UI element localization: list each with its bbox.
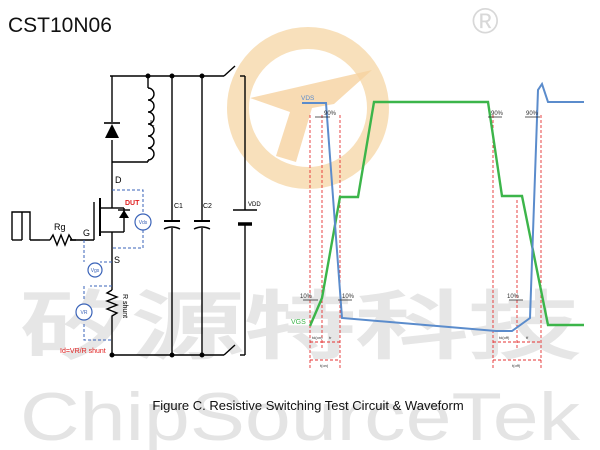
pulse-generator <box>11 211 40 241</box>
source-label: S <box>114 255 120 265</box>
figure-caption: Figure C. Resistive Switching Test Circu… <box>152 398 463 413</box>
freewheel-diode <box>105 124 119 138</box>
c1-plate-bottom <box>163 226 181 230</box>
vdd-label: VDD <box>248 202 261 208</box>
vgs-label: VGS <box>291 319 306 326</box>
vgs-probe-leads <box>83 240 112 263</box>
vr-meter <box>75 303 93 321</box>
top-switch <box>223 65 236 77</box>
vds-label: VDS <box>301 95 315 102</box>
body-diode <box>119 210 129 218</box>
node-dot <box>145 73 151 79</box>
td-on-label: td(on) <box>312 335 323 340</box>
vds-probe-leads <box>112 189 144 249</box>
vgs-meter <box>87 262 103 278</box>
gate-label: G <box>83 228 90 238</box>
c2-plate-bottom <box>193 226 211 230</box>
watermark-logo-mark <box>250 70 372 162</box>
vgs-meter-label: Vgs <box>91 268 100 274</box>
inductor-label: L <box>150 119 155 128</box>
node-dot <box>169 73 175 79</box>
node-dot <box>169 352 175 358</box>
tf-label: tf <box>526 335 529 340</box>
waveform <box>302 81 584 368</box>
rshunt-resistor <box>105 289 119 330</box>
registered-mark: ® <box>472 0 499 41</box>
meters <box>83 189 144 341</box>
vgs-waveform <box>308 100 584 327</box>
id-formula: Id=VR/R shunt <box>60 348 106 355</box>
node-dot <box>109 352 115 358</box>
vds-meter-label: Vds <box>139 220 148 226</box>
t-on-label: t(on) <box>320 363 329 368</box>
circuit-schematic <box>11 65 257 358</box>
tr-label: tr <box>329 335 332 340</box>
drain-label: D <box>115 175 122 185</box>
t-off-label: t(off) <box>512 363 521 368</box>
vds-meter <box>134 213 152 231</box>
node-dot <box>199 352 205 358</box>
node-dot <box>199 73 205 79</box>
rg-resistor <box>49 233 73 247</box>
label-10-off: 10% <box>507 294 520 300</box>
c1-label: C1 <box>174 203 183 210</box>
vr-probe-leads <box>83 285 112 341</box>
label-10-vgs-on: 10% <box>300 294 313 300</box>
inductor-coil <box>147 87 155 161</box>
bottom-switch <box>223 344 236 356</box>
td-off-label: td(off) <box>499 335 510 340</box>
rshunt-label: R shunt <box>121 294 128 318</box>
watermark-latin: ChipSourceTek <box>20 379 581 450</box>
label-10-vds-on: 10% <box>342 294 355 300</box>
watermark-logo-ring <box>227 27 389 189</box>
part-number: CST10N06 <box>8 14 112 37</box>
vds-waveform <box>302 81 584 332</box>
label-90-vgs-off: 90% <box>491 111 504 117</box>
vr-meter-label: VR <box>81 310 88 316</box>
watermark: ® 矽源特科技 ChipSourceTek <box>20 0 581 450</box>
c2-label: C2 <box>203 203 212 210</box>
label-90-on: 90% <box>324 111 337 117</box>
dut-label: DUT <box>125 200 140 207</box>
label-90-vds-off: 90% <box>526 111 539 117</box>
rg-label: Rg <box>54 222 66 232</box>
